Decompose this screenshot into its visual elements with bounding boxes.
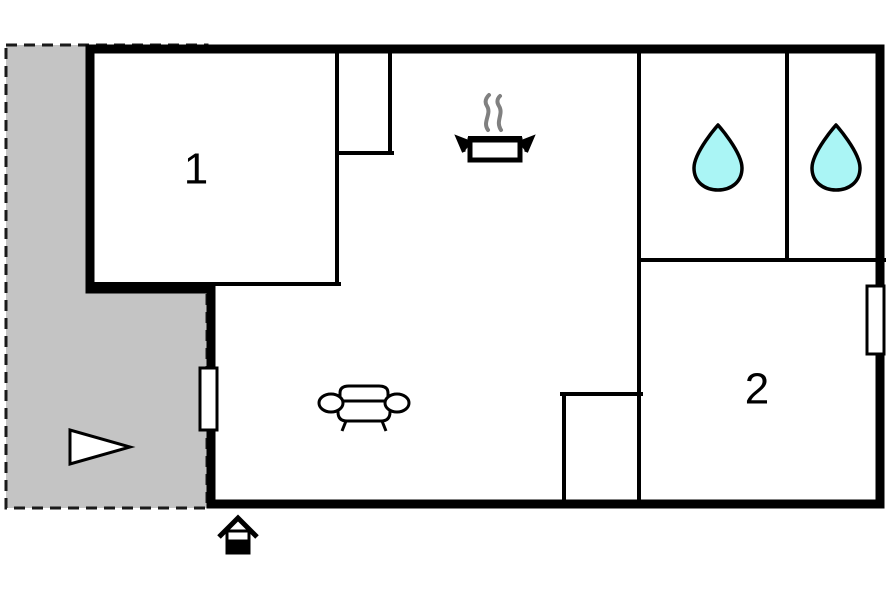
steam-curl-right (495, 94, 503, 132)
windows (198, 284, 886, 432)
entrance-body-lower (225, 539, 251, 555)
water-drop-shape-1 (692, 123, 744, 192)
exterior-wall-outline (85, 44, 885, 509)
sofa-seat (336, 399, 392, 423)
entrance-door-icon (217, 514, 259, 555)
entrance-roof (217, 514, 259, 539)
interior-partitions (86, 45, 886, 508)
balcony-arrow-icon (68, 428, 136, 466)
sofa-icon (317, 384, 411, 432)
pot-handle-right (518, 134, 536, 153)
arrow-triangle (68, 428, 136, 466)
sofa-armrest-right (383, 392, 411, 414)
exterior-walls (85, 44, 885, 509)
interior-floor-fill (86, 45, 884, 508)
pot-body (467, 137, 523, 163)
water-drop-shape-2 (810, 123, 862, 192)
room-label-2: 2 (745, 365, 769, 414)
sofa-backrest (338, 384, 390, 401)
window-left (198, 366, 219, 432)
cooking-pot-icon (454, 93, 536, 163)
water-drop-icon-2 (810, 123, 862, 192)
sofa-leg-right (380, 420, 388, 432)
sofa-leg-left (340, 420, 348, 432)
water-drop-icon-1 (692, 123, 744, 192)
window-right (865, 284, 886, 356)
sofa-armrest-left (317, 392, 345, 414)
interior-floor (86, 45, 884, 508)
pot-handle-left (454, 134, 472, 153)
room-label-1: 1 (184, 145, 208, 194)
steam-curl-left (483, 93, 491, 132)
